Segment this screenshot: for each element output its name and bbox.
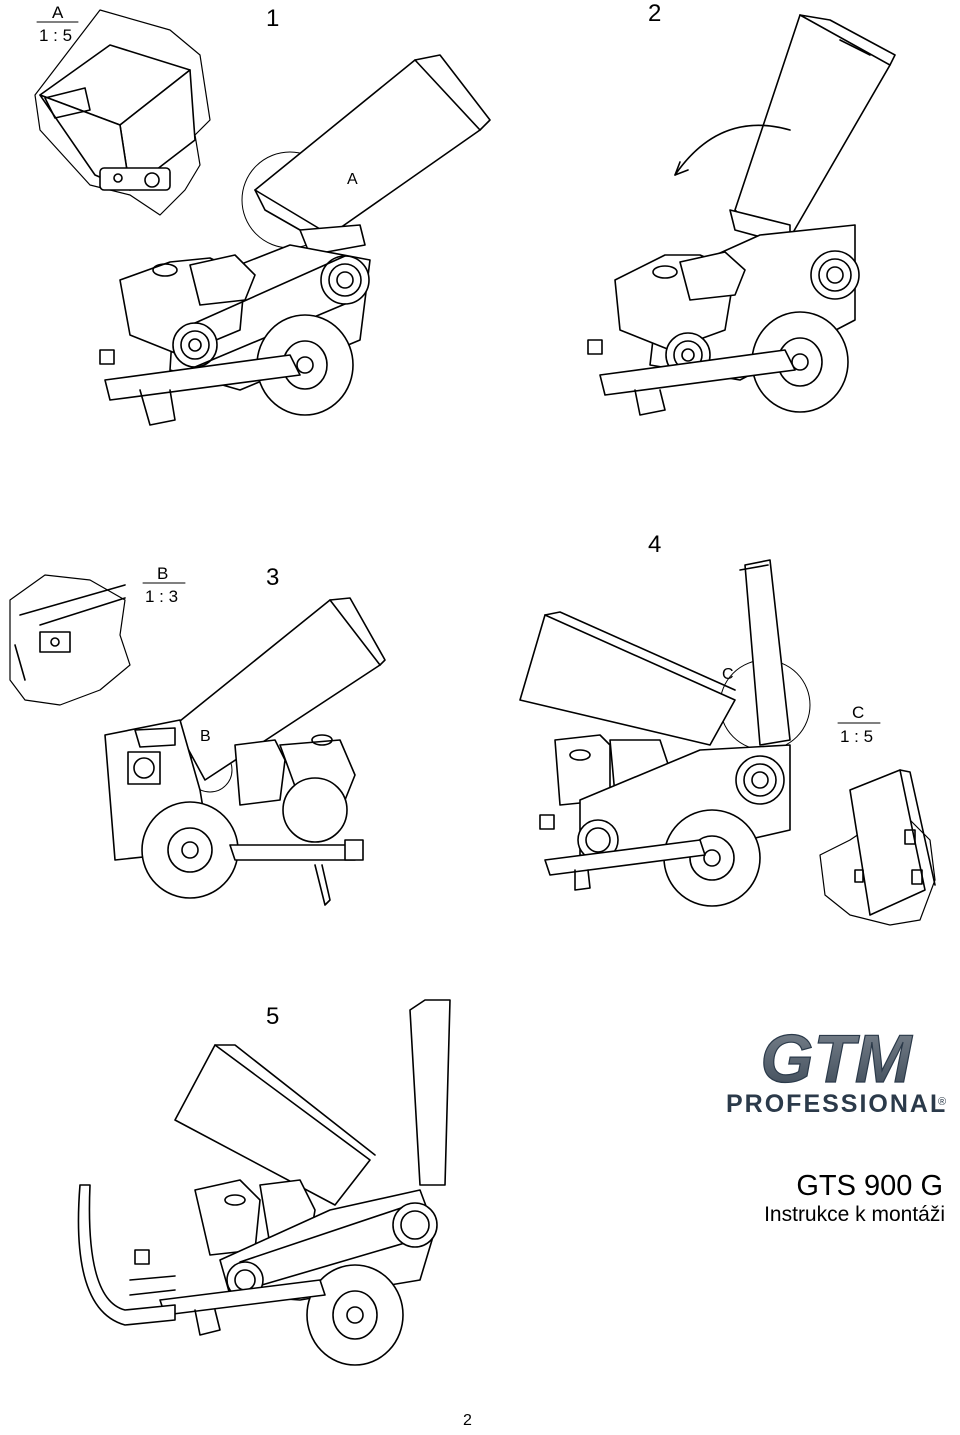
callout-c: C (722, 666, 734, 683)
product-model: GTS 900 G (796, 1170, 943, 1202)
figure-2-drawing (587, 14, 896, 416)
detail-a-scale: 1 : 5 (39, 26, 73, 45)
figure-5-drawing (77, 999, 451, 1366)
detail-b-letter: B (157, 564, 169, 583)
step-1-number: 1 (266, 5, 280, 32)
document-subtitle: Instrukce k montáži (764, 1203, 945, 1226)
logo-subtext: PROFESSIONAL (726, 1090, 948, 1118)
brand-logo: GTM PROFESSIONAL ® (720, 1022, 952, 1118)
page-number: 2 (463, 1412, 472, 1429)
step-4-number: 4 (648, 531, 662, 558)
detail-c-letter: C (852, 703, 865, 722)
figure-4-drawing (519, 559, 811, 907)
figure-1-drawing (99, 54, 491, 426)
detail-a-letter: A (52, 3, 64, 22)
figure-3-drawing (104, 597, 386, 906)
detail-a-drawing (34, 9, 211, 216)
gtm-logo-mark: GTM (760, 1022, 914, 1088)
callout-b: B (200, 728, 211, 745)
callout-a: A (347, 171, 358, 188)
registered-mark: ® (938, 1096, 947, 1108)
detail-c-scale: 1 : 5 (840, 727, 874, 746)
detail-b-drawing (9, 574, 131, 706)
logo-text: GTM (760, 1022, 912, 1088)
detail-c-drawing (819, 769, 936, 926)
detail-b-scale: 1 : 3 (145, 587, 179, 606)
step-3-number: 3 (266, 564, 280, 591)
step-5-number: 5 (266, 1003, 280, 1030)
step-2-number: 2 (648, 0, 662, 27)
